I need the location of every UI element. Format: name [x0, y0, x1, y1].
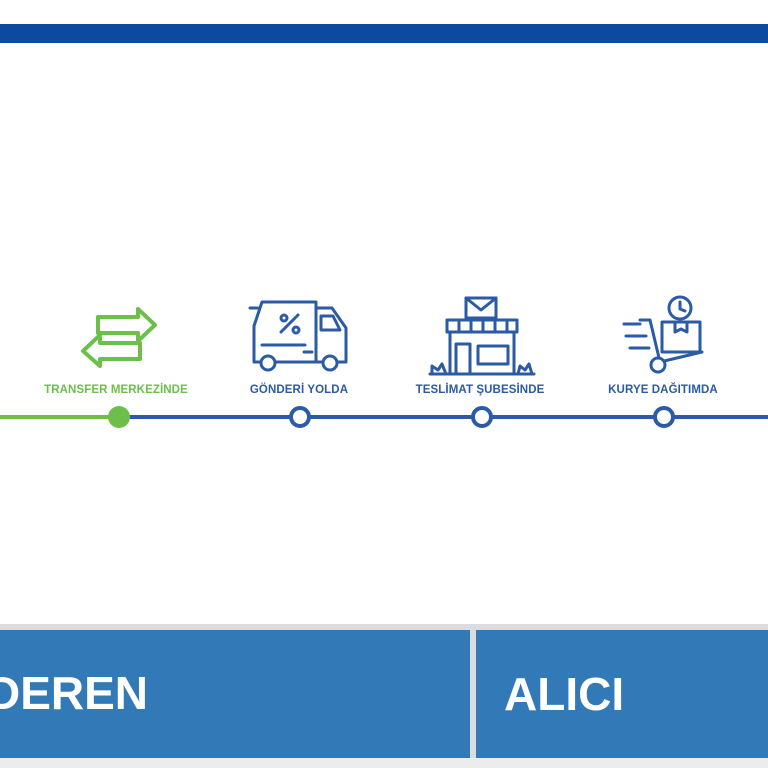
step-label-out-for-delivery: KURYE DAĞITIMDA — [608, 384, 718, 396]
step-label-transfer: TRANSFER MERKEZİNDE — [44, 384, 188, 396]
courier-hand-truck-icon — [622, 295, 704, 374]
sender-panel-title: DEREN — [0, 667, 148, 719]
step-marker-pending — [653, 406, 675, 428]
delivery-truck-icon — [248, 300, 348, 372]
step-marker-current — [108, 406, 130, 428]
transfer-arrows-icon — [81, 307, 157, 368]
panel-bottom-strip — [0, 758, 768, 768]
receiver-panel[interactable]: ALICI — [476, 630, 768, 758]
step-label-at-branch: TESLİMAT ŞUBESİNDE — [415, 384, 545, 396]
top-strip — [0, 0, 768, 24]
sender-panel[interactable]: DEREN — [0, 630, 470, 758]
header-bar — [0, 24, 768, 43]
branch-store-icon — [428, 296, 536, 376]
receiver-panel-title: ALICI — [504, 668, 625, 720]
step-marker-pending — [471, 406, 493, 428]
step-marker-pending — [289, 406, 311, 428]
parties-section: DEREN ALICI — [0, 624, 768, 768]
step-label-in-transit: GÖNDERİ YOLDA — [249, 384, 349, 396]
